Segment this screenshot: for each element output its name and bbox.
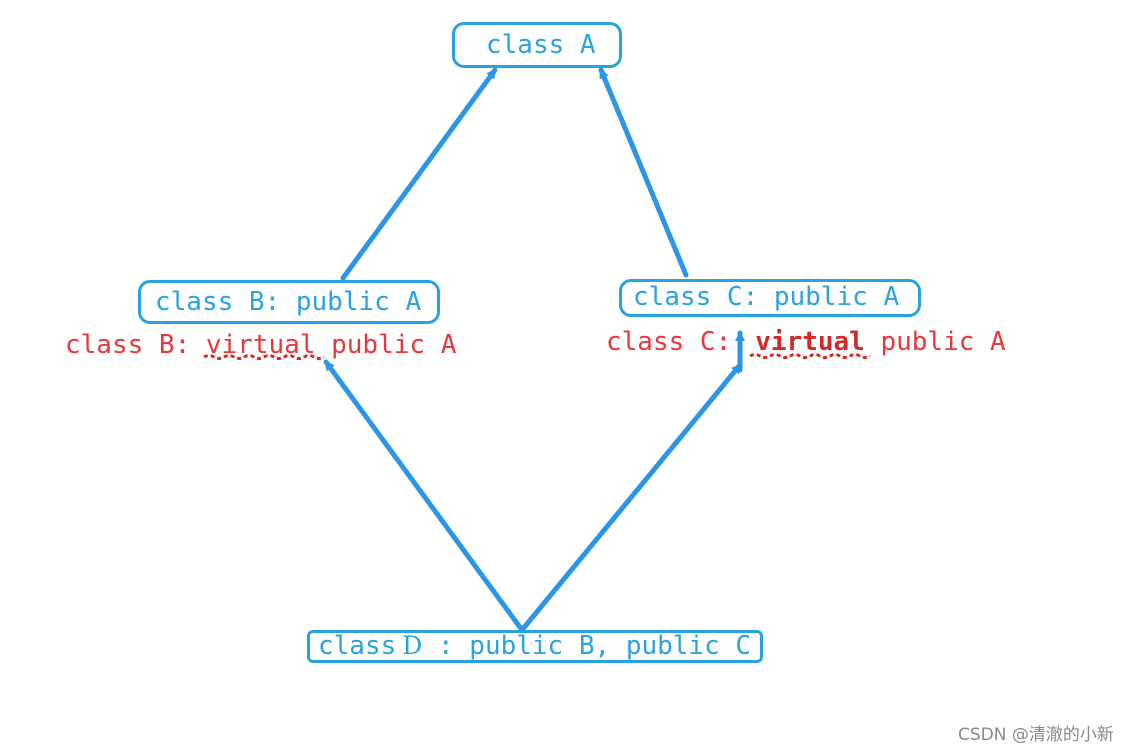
edge-b-to-a	[340, 67, 498, 281]
class-c-virtual-suffix: public A	[864, 327, 1006, 357]
class-d-node	[307, 630, 763, 663]
watermark: CSDN @清澈的小新	[958, 725, 1114, 745]
class-c-node	[619, 279, 921, 317]
class-b-virtual-prefix: class B:	[65, 330, 206, 360]
class-d-label-name: D	[402, 631, 423, 660]
class-b-node	[138, 280, 440, 324]
class-d-label-rest: : public B, public C	[422, 631, 752, 661]
class-a-label: class A	[486, 30, 596, 60]
class-c-virtual-keyword: virtual	[755, 327, 865, 357]
class-b-virtual-suffix: public A	[315, 330, 457, 360]
class-c-label: class C: public A	[633, 282, 900, 312]
class-d-label-prefix: class	[318, 631, 397, 661]
edge-c-to-a	[598, 67, 689, 278]
class-b-virtual-keyword: virtual	[205, 330, 316, 360]
edge-d-to-c	[519, 362, 743, 633]
class-c-virtual-prefix: class C:	[606, 327, 732, 357]
class-a-node	[452, 22, 622, 68]
class-c-virtual-annotation: class C: virtual public A	[606, 327, 1006, 357]
class-b-label: class B: public A	[155, 287, 422, 317]
class-b-virtual-annotation: class B: virtual public A	[65, 330, 456, 360]
edge-d-to-b	[323, 359, 525, 633]
